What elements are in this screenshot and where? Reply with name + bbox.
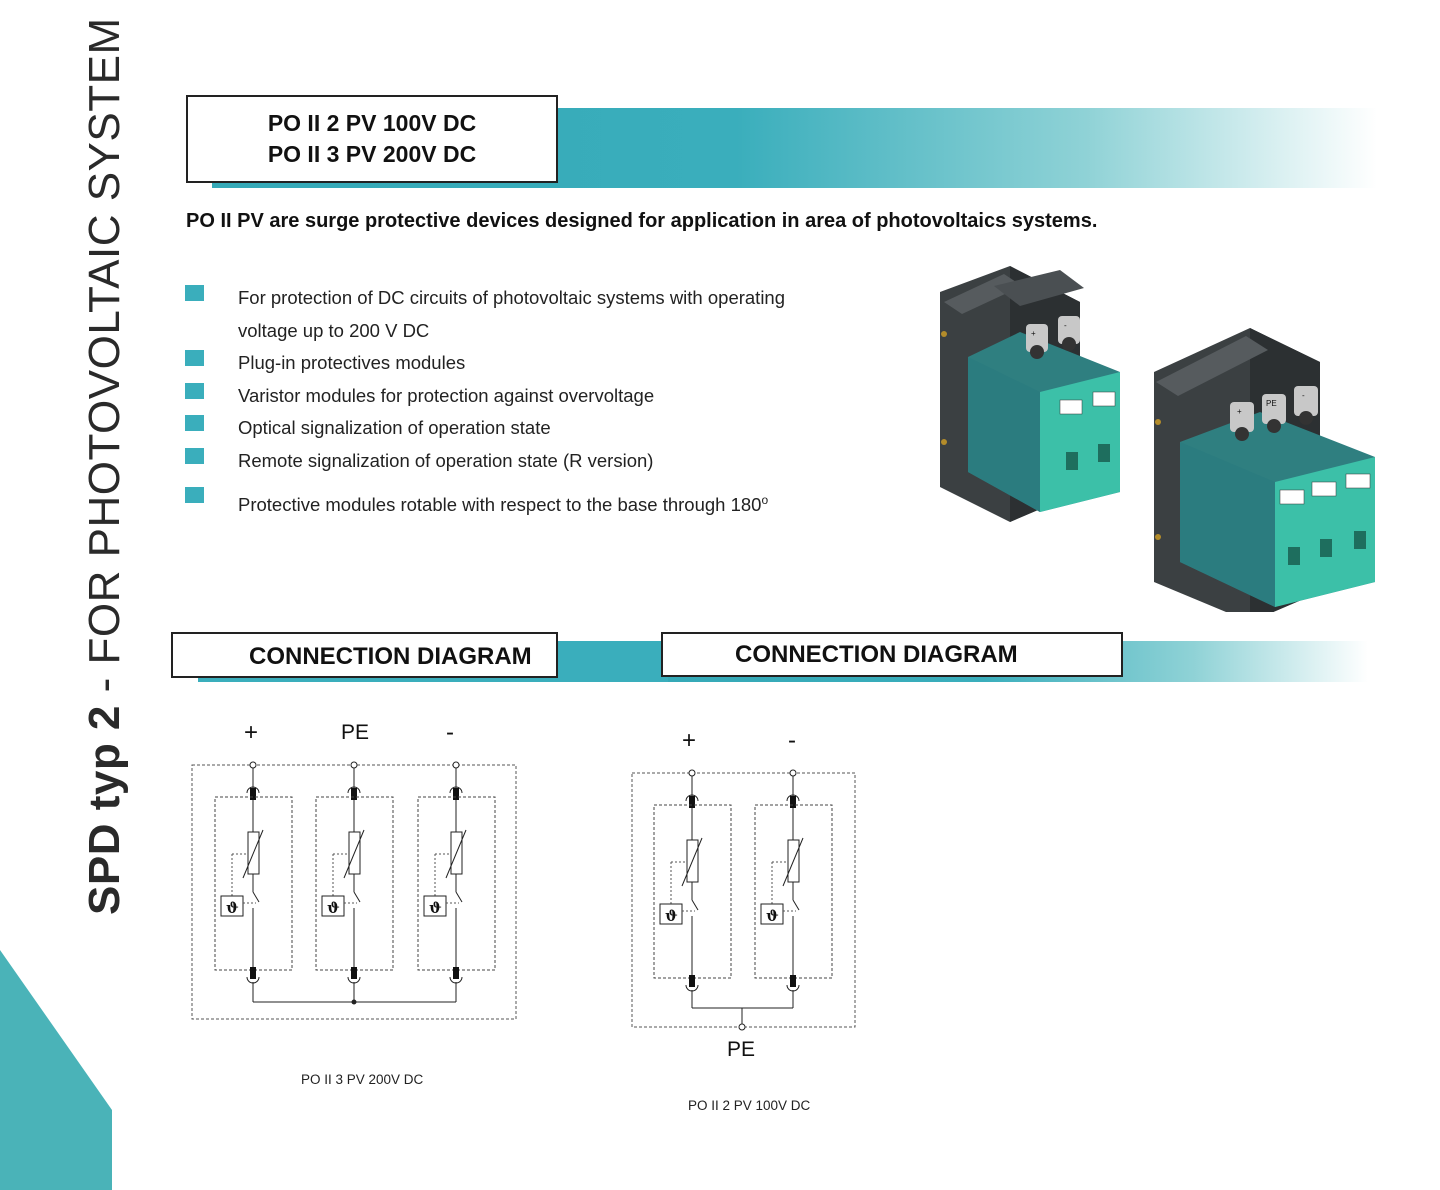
product-image: + - + PE - bbox=[940, 266, 1375, 612]
side-title: SPD typ 2 - FOR PHOTOVOLTAIC SYSTEM bbox=[0, 0, 129, 1000]
diagram-right-caption: PO II 2 PV 100V DC bbox=[688, 1098, 811, 1113]
device2-minus-label: - bbox=[1302, 391, 1305, 400]
feature-item: For protection of DC circuits of photovo… bbox=[185, 282, 838, 347]
module-2: ϑ bbox=[754, 769, 833, 1008]
diagram-right-header: CONNECTION DIAGRAM bbox=[661, 632, 1123, 677]
feature-text: Protective modules rotable with respect … bbox=[238, 494, 762, 516]
bullet-square-icon bbox=[185, 447, 204, 464]
side-title-bold: SPD typ 2 bbox=[80, 705, 129, 915]
bullet-square-icon bbox=[185, 415, 204, 431]
device2-plus-label: + bbox=[1237, 407, 1242, 416]
feature-item: Varistor modules for protection against … bbox=[185, 380, 885, 413]
feature-item: Optical signalization of operation state bbox=[185, 412, 885, 445]
corner-decoration bbox=[0, 950, 112, 1190]
degree-superscript: o bbox=[761, 493, 769, 507]
header-line2: PO II 3 PV 200V DC bbox=[267, 141, 477, 167]
connection-diagram-right: ϑ ϑ bbox=[631, 769, 856, 1031]
device-3-pole: + PE - bbox=[1154, 328, 1375, 612]
bullet-square-icon bbox=[185, 285, 204, 301]
thermal-symbol: ϑ bbox=[226, 899, 239, 917]
header-box: PO II 2 PV 100V DC PO II 3 PV 200V DC bbox=[186, 95, 558, 183]
thermal-symbol: ϑ bbox=[665, 907, 678, 925]
feature-text: For protection of DC circuits of photovo… bbox=[238, 287, 786, 341]
left-terminal-minus: - bbox=[446, 719, 454, 746]
feature-text: Remote signalization of operation state … bbox=[238, 449, 654, 471]
left-terminal-plus: + bbox=[244, 719, 259, 746]
lead-text: PO II PV are surge protective devices de… bbox=[186, 210, 1098, 232]
bullet-square-icon bbox=[185, 350, 204, 366]
feature-text: Plug-in protectives modules bbox=[238, 352, 466, 373]
module-3: ϑ bbox=[417, 761, 496, 1002]
side-title-text: SPD typ 2 - FOR PHOTOVOLTAIC SYSTEM bbox=[80, 17, 130, 915]
thermal-symbol: ϑ bbox=[327, 899, 340, 917]
feature-item: Plug-in protectives modules bbox=[185, 347, 885, 380]
thermal-symbol: ϑ bbox=[429, 899, 442, 917]
left-terminal-pe: PE bbox=[341, 721, 370, 744]
device2-pe-label: PE bbox=[1266, 399, 1277, 408]
right-terminal-pe: PE bbox=[727, 1038, 756, 1061]
thermal-symbol: ϑ bbox=[766, 907, 779, 925]
diagram-left-header: CONNECTION DIAGRAM bbox=[171, 632, 558, 678]
module-1: ϑ bbox=[653, 769, 732, 1008]
diagram-left-title: CONNECTION DIAGRAM bbox=[249, 643, 532, 670]
connection-diagram-left: ϑ ϑ bbox=[191, 761, 517, 1020]
module-1: ϑ bbox=[214, 761, 293, 1002]
bullet-square-icon bbox=[185, 487, 204, 503]
feature-item: Remote signalization of operation state … bbox=[185, 445, 885, 478]
diagram-right-title: CONNECTION DIAGRAM bbox=[735, 641, 1018, 668]
device1-minus-label: - bbox=[1064, 321, 1067, 330]
side-title-rest: - FOR PHOTOVOLTAIC SYSTEM bbox=[80, 17, 129, 706]
diagram-left-caption: PO II 3 PV 200V DC bbox=[301, 1072, 424, 1087]
feature-text: Varistor modules for protection against … bbox=[238, 384, 655, 406]
feature-text: Optical signalization of operation state bbox=[238, 417, 551, 438]
device-2-pole: + - bbox=[940, 266, 1120, 522]
header-line1: PO II 2 PV 100V DC bbox=[267, 110, 477, 136]
feature-list: For protection of DC circuits of photovo… bbox=[185, 282, 885, 522]
right-terminal-minus: - bbox=[788, 727, 796, 754]
feature-item: Protective modules rotable with respect … bbox=[185, 484, 885, 522]
device1-plus-label: + bbox=[1031, 329, 1036, 338]
right-terminal-plus: + bbox=[682, 727, 697, 754]
module-2: ϑ bbox=[315, 761, 394, 1002]
bullet-square-icon bbox=[185, 382, 204, 399]
